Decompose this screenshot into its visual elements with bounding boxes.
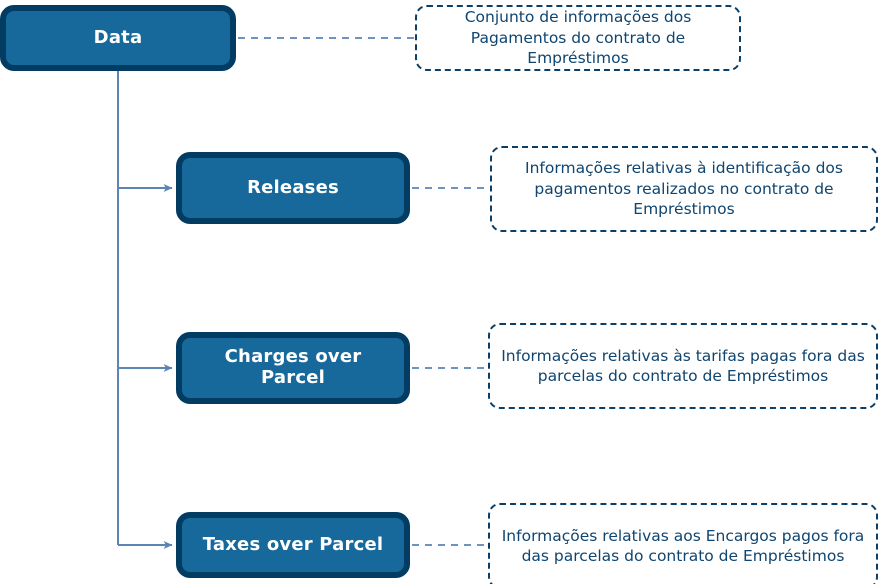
note-releases: Informações relativas à identificação do…: [490, 146, 878, 232]
node-data[interactable]: Data: [0, 5, 236, 71]
note-charges-over-parcel-text: Informações relativas às tarifas pagas f…: [501, 346, 865, 385]
node-charges-over-parcel[interactable]: Charges over Parcel: [176, 332, 410, 404]
note-taxes-over-parcel: Informações relativas aos Encargos pagos…: [488, 503, 878, 584]
note-data: Conjunto de informações dos Pagamentos d…: [415, 5, 741, 71]
node-charges-over-parcel-label: Charges over Parcel: [224, 346, 362, 388]
note-data-text: Conjunto de informações dos Pagamentos d…: [464, 8, 692, 68]
node-taxes-over-parcel-label: Taxes over Parcel: [202, 533, 384, 555]
node-releases-label: Releases: [247, 176, 339, 198]
note-taxes-over-parcel-text: Informações relativas aos Encargos pagos…: [501, 526, 865, 565]
node-taxes-over-parcel[interactable]: Taxes over Parcel: [176, 512, 410, 578]
note-releases-text: Informações relativas à identificação do…: [525, 159, 843, 219]
node-releases[interactable]: Releases: [176, 152, 410, 224]
note-charges-over-parcel: Informações relativas às tarifas pagas f…: [488, 323, 878, 409]
node-data-label: Data: [93, 26, 143, 48]
